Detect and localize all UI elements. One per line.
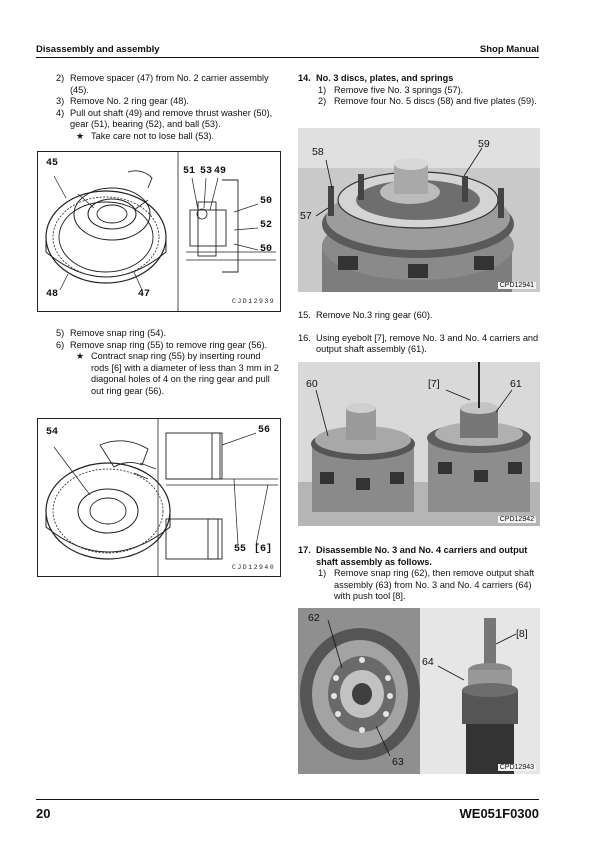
snap-ring-drawing xyxy=(45,419,278,576)
label-47: 47 xyxy=(138,289,151,300)
figure-id-cjd12940: CJD12940 xyxy=(232,564,276,571)
photo-id-cpd12942: CPD12942 xyxy=(497,516,536,523)
left-steps-b: 5)Remove snap ring (54). 6)Remove snap r… xyxy=(38,328,280,398)
label-51: 51 xyxy=(183,166,196,177)
label-53: 53 xyxy=(200,166,213,177)
gear-assembly-drawing xyxy=(45,152,276,311)
photo-cpd12942: 60 [7] 61 CPD12942 xyxy=(298,362,540,526)
header-manual-title: Shop Manual xyxy=(479,44,539,55)
photo-id-cpd12941: CPD12941 xyxy=(497,282,536,289)
header-section-title: Disassembly and assembly xyxy=(36,44,160,55)
photo1-label-59: 59 xyxy=(478,138,490,150)
photo3-label-push-tool-8: [8] xyxy=(516,628,528,640)
steps-15-16: 15.Remove No.3 ring gear (60). 16.Using … xyxy=(298,310,540,356)
photo-cpd12943: 62 [8] 64 63 CPD12943 xyxy=(298,608,540,774)
step-16-eyebolt: 16.Using eyebolt [7], remove No. 3 and N… xyxy=(298,332,539,355)
label-50-top: 50 xyxy=(260,196,273,207)
left-steps-a: 2)Remove spacer (47) from No. 2 carrier … xyxy=(38,73,280,143)
photo3-label-63: 63 xyxy=(392,756,404,768)
label-56: 56 xyxy=(258,425,271,436)
photo3-label-64: 64 xyxy=(422,656,434,668)
section-17-step-1: 1)Remove snap ring (62), then remove out… xyxy=(318,568,535,602)
photo1-label-57: 57 xyxy=(300,210,312,222)
photo2-label-60: 60 xyxy=(306,378,318,390)
section-14-step-2: 2)Remove four No. 5 discs (58) and five … xyxy=(318,96,537,107)
footer-rule xyxy=(36,799,539,800)
step-2-remove-spacer: 2)Remove spacer (47) from No. 2 carrier … xyxy=(56,73,269,95)
star-icon: ★ xyxy=(76,351,85,362)
photo3-label-62: 62 xyxy=(308,612,320,624)
header-rule xyxy=(36,57,539,58)
label-55: 55 xyxy=(234,544,247,555)
note-ball: ★Take care not to lose ball (53). xyxy=(76,130,215,141)
section-14-step-1: 1)Remove five No. 3 springs (57). xyxy=(318,84,464,95)
step-3-remove-ring-gear: 3)Remove No. 2 ring gear (48). xyxy=(56,96,189,107)
label-48: 48 xyxy=(46,289,59,300)
step-4-pull-out-shaft: 4)Pull out shaft (49) and remove thrust … xyxy=(56,107,273,130)
section-17-heading: 17.Disassemble No. 3 and No. 4 carriers … xyxy=(298,545,528,567)
note-contract-snap-ring: ★Contract snap ring (55) by inserting ro… xyxy=(76,351,279,396)
label-52: 52 xyxy=(260,220,273,231)
step-15-remove-ring-gear: 15.Remove No.3 ring gear (60). xyxy=(298,310,433,320)
photo-cpd12941: 58 59 57 CPD12941 xyxy=(298,128,540,292)
discs-springs-photo xyxy=(298,128,540,292)
star-icon: ★ xyxy=(76,130,85,141)
figure-cjd12939: 45 48 47 51 53 49 50 52 50 CJD12939 xyxy=(37,151,281,312)
figure-id-cjd12939: CJD12939 xyxy=(232,298,276,305)
step-5-remove-snap-ring: 5)Remove snap ring (54). xyxy=(56,328,167,338)
section-17: 17.Disassemble No. 3 and No. 4 carriers … xyxy=(298,545,540,603)
output-shaft-photo xyxy=(298,608,540,774)
step-6-remove-snap-ring-55: 6)Remove snap ring (55) to remove ring g… xyxy=(56,339,268,350)
label-tool-6: [6] xyxy=(254,544,273,555)
figure-cjd12940: 54 56 55 [6] CJD12940 xyxy=(37,418,281,577)
label-54: 54 xyxy=(46,427,59,438)
label-49: 49 xyxy=(214,166,227,177)
section-14-heading: 14.No. 3 discs, plates, and springs xyxy=(298,73,454,83)
photo2-label-eyebolt-7: [7] xyxy=(428,378,440,390)
carrier-assembly-photo xyxy=(298,362,540,526)
photo2-label-61: 61 xyxy=(510,378,522,390)
document-code: WE051F0300 xyxy=(459,806,540,821)
page-number: 20 xyxy=(36,806,51,821)
section-14: 14.No. 3 discs, plates, and springs 1)Re… xyxy=(298,73,540,108)
label-50-bottom: 50 xyxy=(260,244,273,255)
photo1-label-58: 58 xyxy=(312,146,324,158)
photo-id-cpd12943: CPD12943 xyxy=(497,764,536,771)
label-45: 45 xyxy=(46,158,59,169)
